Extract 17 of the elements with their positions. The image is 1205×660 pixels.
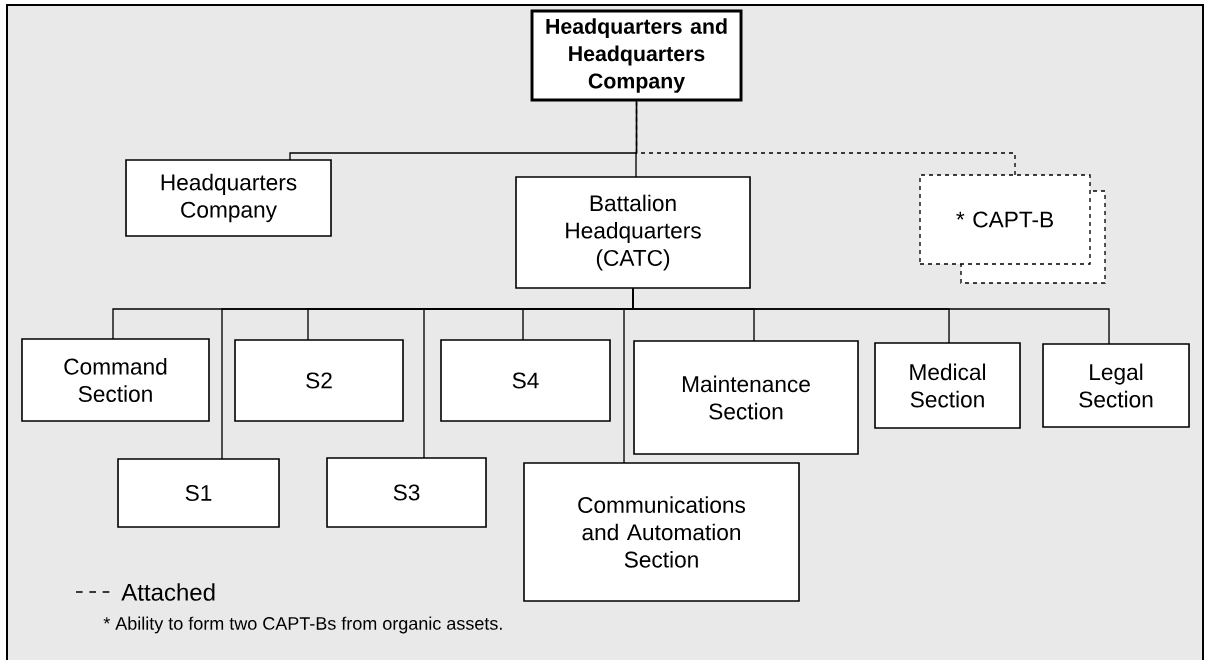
section-box: Battalion Headquarters (CATC) <box>515 176 751 289</box>
connector-line <box>635 100 1016 176</box>
unit-box: Headquarters and Headquarters Company <box>530 9 743 102</box>
section-box: Medical Section <box>874 342 1021 429</box>
section-box: S2 <box>234 339 404 422</box>
connector-line <box>632 288 1110 345</box>
section-box: S3 <box>326 457 487 528</box>
section-box: Command Section <box>21 338 210 422</box>
section-box: S1 <box>117 458 280 528</box>
legend-text: Attached <box>121 583 215 601</box>
footnote-text: * Ability to form two CAPT-Bs from organic assets. <box>103 616 502 634</box>
section-box: Headquarters Company <box>125 159 332 237</box>
section-box: Communications and Automation Section <box>523 462 800 602</box>
section-box: Maintenance Section <box>633 340 859 455</box>
stacked-box: * CAPT-B <box>919 174 1106 284</box>
section-box: Legal Section <box>1042 343 1190 428</box>
section-box: S4 <box>440 339 611 422</box>
